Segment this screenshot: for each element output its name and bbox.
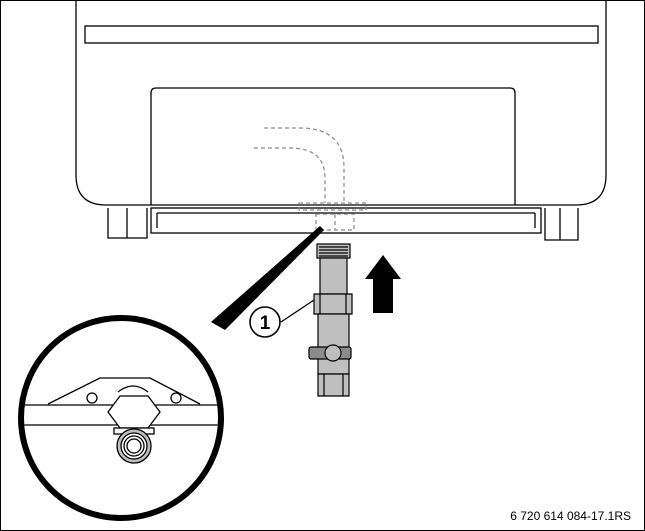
magnified-detail bbox=[18, 315, 224, 521]
right-foot bbox=[544, 208, 579, 241]
boiler-front-panel bbox=[150, 87, 516, 205]
figure-code: 6 720 614 084-17.1RS bbox=[510, 509, 631, 523]
boiler-casing bbox=[75, 0, 607, 206]
magnifier-leaders bbox=[211, 226, 324, 330]
fitting-nut bbox=[313, 293, 353, 315]
hidden-pipe-2 bbox=[254, 147, 326, 203]
detail-hex-nut bbox=[107, 395, 161, 429]
fitting-body-upper bbox=[319, 257, 348, 295]
leader-wedge bbox=[211, 226, 324, 330]
callout-circle-icon bbox=[249, 299, 315, 338]
hidden-connector bbox=[298, 202, 367, 211]
up-arrow-icon bbox=[365, 255, 401, 313]
valve-stem bbox=[324, 344, 342, 362]
detail-bracket bbox=[47, 377, 201, 405]
hidden-pipes bbox=[254, 127, 367, 231]
hidden-pipe-1 bbox=[264, 127, 345, 203]
detail-screw-right bbox=[170, 392, 182, 404]
base-rail bbox=[150, 207, 542, 234]
valve-fitting bbox=[308, 243, 353, 397]
fitting-bottom-nut bbox=[317, 373, 350, 397]
callout-number: 1 bbox=[260, 313, 271, 334]
boiler-unit bbox=[75, 0, 607, 241]
fitting-body-lower bbox=[317, 313, 350, 375]
boiler-top-slot bbox=[84, 25, 599, 44]
detail-collar bbox=[117, 385, 149, 393]
detail-screw-left bbox=[86, 392, 98, 404]
